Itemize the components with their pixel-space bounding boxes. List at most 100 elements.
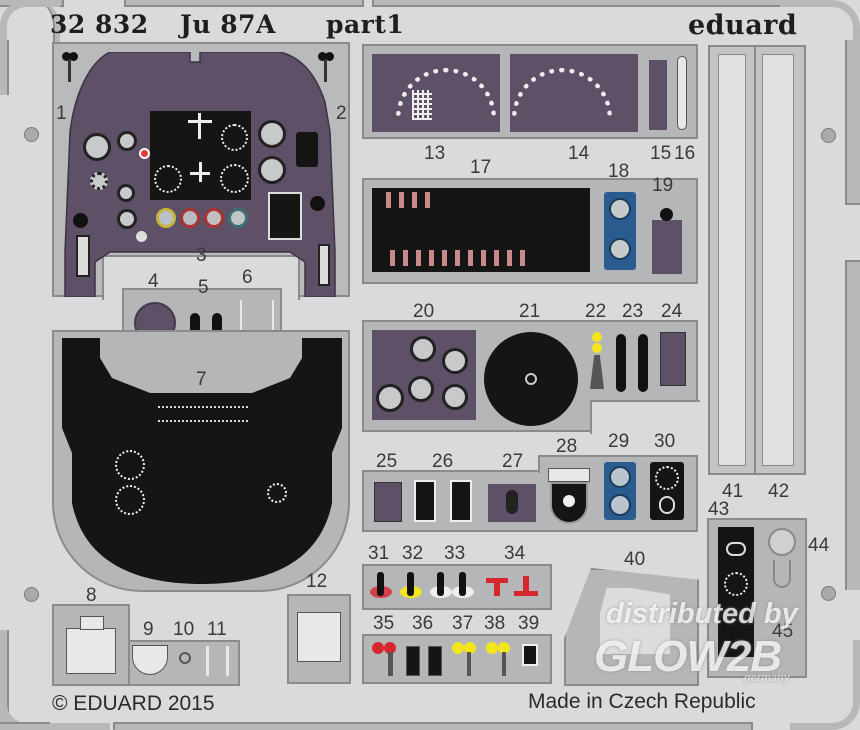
part-label-45: 45: [772, 621, 794, 642]
cluster-gauge-2: [442, 348, 468, 374]
gauge-29-top: [609, 466, 631, 488]
part-label-38: 38: [484, 613, 506, 634]
right-rail-bottom: [845, 260, 860, 590]
right-instrument-box: [296, 132, 318, 167]
gauge-18-top: [609, 198, 631, 220]
set-code: 32 832: [50, 10, 149, 39]
right-rail-top: [845, 40, 860, 205]
switch-row-bottom: [390, 250, 530, 266]
part-label-28: 28: [556, 436, 578, 457]
yellow-knob-38a: [486, 642, 498, 654]
lever-22-stem: [590, 355, 604, 389]
cluster-gauge-1: [410, 336, 436, 362]
part-label-30: 30: [654, 431, 676, 452]
lower-gauge-2: [115, 485, 145, 515]
grid-13: [412, 90, 432, 120]
knob-37-stem: [467, 652, 471, 676]
part-label-25: 25: [376, 451, 398, 472]
knob-38-stem: [502, 652, 506, 676]
cluster-gauge-4: [408, 376, 434, 402]
gauge-right-bottom: [258, 156, 286, 184]
gauge-red-ring-2: [204, 208, 224, 228]
t-handle-34b-stem: [523, 576, 529, 594]
placard-26a: [414, 480, 436, 522]
switch-33a: [437, 572, 444, 596]
part-label-8: 8: [86, 585, 97, 606]
bottom-left-corner: [0, 660, 110, 730]
knob-right: [310, 196, 325, 211]
mounting-hole-right-top: [821, 128, 836, 143]
rail-top-mid-segment: [66, 0, 122, 7]
yellow-knob-38b: [498, 642, 510, 654]
watermark-germany: germany: [744, 672, 790, 684]
part-label-2: 2: [336, 103, 347, 124]
part-label-17: 17: [470, 157, 492, 178]
lower-gauge-row: [158, 406, 248, 422]
part-label-3: 3: [196, 245, 207, 266]
switch-33b: [459, 572, 466, 596]
part-label-16: 16: [674, 143, 696, 164]
white-knob: [136, 231, 147, 242]
knob-35-stem: [388, 652, 393, 676]
gunsight-ring-44: [768, 528, 796, 556]
box-8-top: [80, 616, 104, 630]
part-label-4: 4: [148, 271, 159, 292]
right-rail-bottom-corner: [790, 640, 860, 730]
right-switch-strip: [318, 244, 330, 286]
compass-center: [525, 373, 537, 385]
lower-gauge-3: [267, 483, 287, 503]
placard-36a: [406, 646, 420, 676]
part-label-32: 32: [402, 543, 424, 564]
part-label-9: 9: [143, 619, 154, 640]
copyright-text: © EDUARD 2015: [52, 692, 215, 715]
gauge-yellow-ring: [156, 208, 176, 228]
housing-28-top: [548, 468, 590, 482]
strip-15: [649, 60, 667, 130]
part-label-29: 29: [608, 431, 630, 452]
hook-11b: [226, 646, 229, 676]
placard-36b: [428, 646, 442, 676]
rail-top-center-segment: [124, 0, 364, 7]
gauge-red-ring-1: [180, 208, 200, 228]
top-left-corner-curve: [0, 0, 60, 70]
red-knob-35a: [372, 642, 384, 654]
part-label-5: 5: [198, 277, 209, 298]
aircraft-name: Ju 87A: [180, 10, 276, 39]
part-label-1: 1: [56, 103, 67, 124]
part-label-44: 44: [808, 535, 830, 556]
part-label-33: 33: [444, 543, 466, 564]
magneto-switch-box: [268, 192, 302, 240]
lever-23b: [638, 334, 648, 392]
part-label-27: 27: [502, 451, 524, 472]
part-label-35: 35: [373, 613, 395, 634]
part-label-6: 6: [242, 267, 253, 288]
watermark-distributed-by: distributed by: [606, 598, 798, 630]
part-label-41: 41: [722, 481, 744, 502]
bracket-9: [132, 645, 168, 675]
part-label-43: 43: [708, 499, 730, 520]
hook-11a: [206, 646, 209, 676]
part-label-42: 42: [768, 481, 790, 502]
bottom-rail-left: [0, 722, 50, 730]
gauge-left-clock: [90, 172, 108, 190]
placard-26b: [450, 480, 472, 522]
watermark-glow2b: GLOW2B: [594, 632, 782, 681]
gauge-30-dial: [655, 466, 679, 490]
mounting-hole-right-bottom: [821, 586, 836, 601]
gauge-teal-ring: [228, 208, 248, 228]
frame-12: [297, 612, 341, 662]
part-label-39: 39: [518, 613, 540, 634]
belt-strip-41-inner: [718, 54, 746, 466]
artificial-horizon-icon: [198, 113, 201, 139]
switch-32: [407, 572, 414, 596]
bottom-rail-center: [113, 722, 753, 730]
mounting-hole-left-top: [24, 127, 39, 142]
mounting-hole-left-bottom: [24, 587, 39, 602]
placard-39: [522, 644, 538, 666]
part-label-7: 7: [196, 369, 207, 390]
lever-16: [677, 56, 687, 130]
frame-40: [596, 584, 674, 658]
part-label-37: 37: [452, 613, 474, 634]
part-label-18: 18: [608, 161, 630, 182]
part-label-10: 10: [173, 619, 195, 640]
